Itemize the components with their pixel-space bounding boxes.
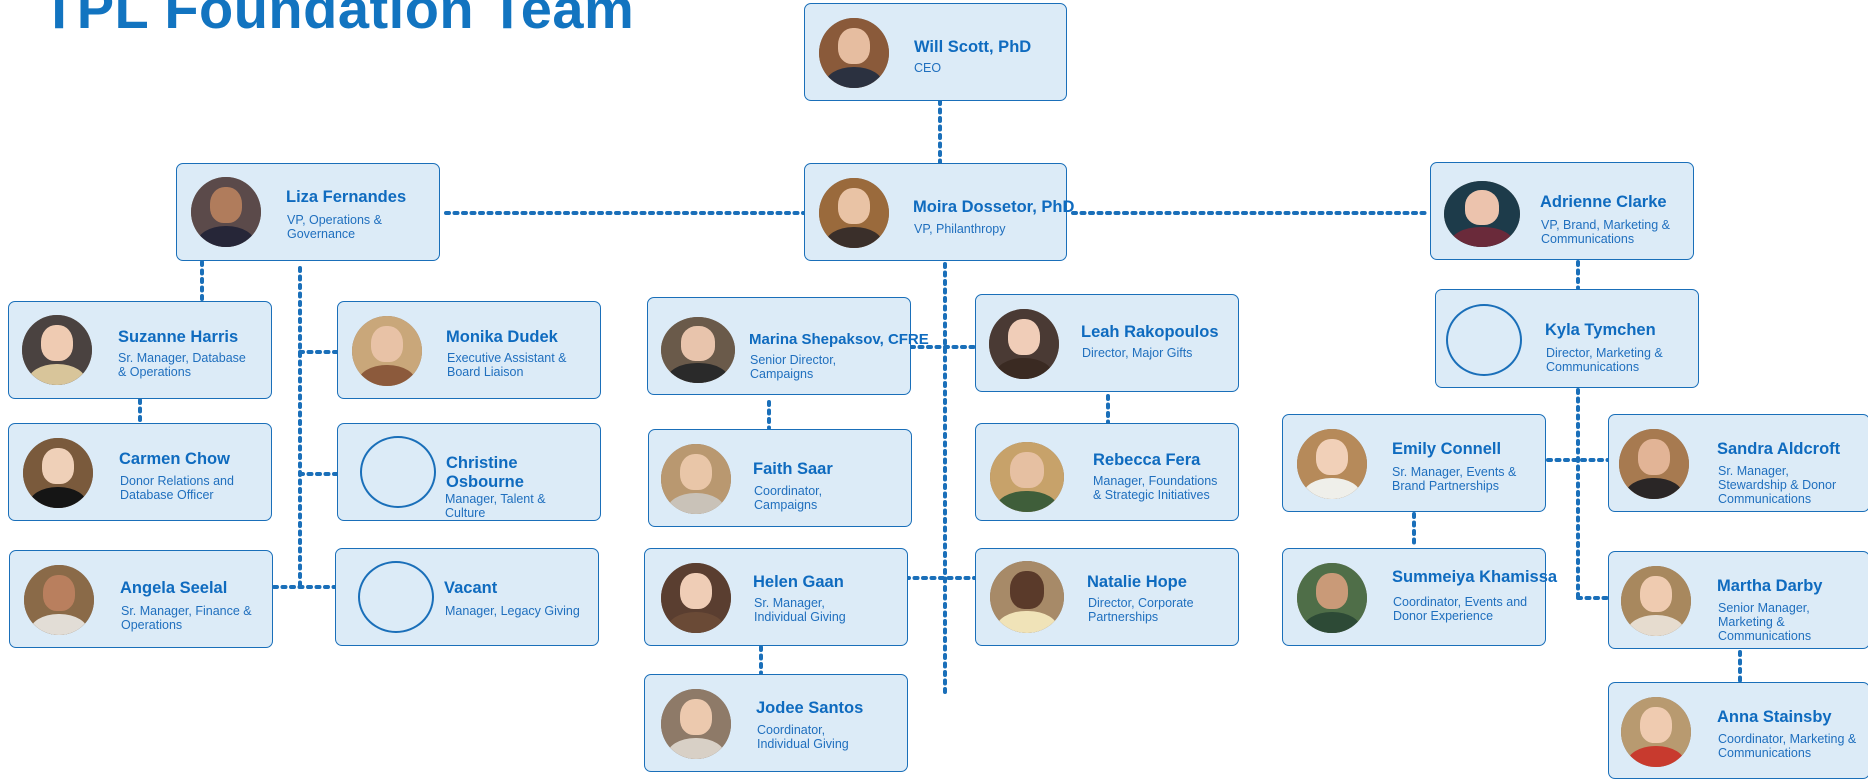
card-faith-saar: Faith Saar Coordinator, Campaigns (648, 429, 912, 527)
person-name: Jodee Santos (756, 699, 864, 717)
card-anna-stainsby: Anna Stainsby Coordinator, Marketing & C… (1608, 682, 1868, 779)
person-name: Will Scott, PhD (914, 38, 1032, 56)
person-name: Sandra Aldcroft (1717, 440, 1841, 458)
portrait-carmen-chow (23, 438, 93, 508)
person-name: Kyla Tymchen (1545, 321, 1656, 339)
portrait-natalie-hope (990, 561, 1064, 633)
portrait-summeiya-khamissa (1297, 563, 1367, 633)
person-name: Faith Saar (753, 460, 833, 478)
portrait-angela-seelal (24, 565, 94, 635)
person-role: VP, Brand, Marketing & Communications (1541, 218, 1671, 246)
person-name: Monika Dudek (446, 328, 558, 346)
person-role: Manager, Foundations & Strategic Initiat… (1093, 474, 1218, 502)
person-role: Senior Manager, Marketing & Communicatio… (1718, 601, 1812, 643)
card-liza-fernandes: Liza Fernandes VP, Operations & Governan… (176, 163, 440, 261)
placeholder-portrait (360, 436, 436, 508)
person-role: Sr. Manager, Individual Giving (754, 596, 846, 624)
card-sandra-aldcroft: Sandra Aldcroft Sr. Manager, Stewardship… (1608, 414, 1868, 512)
portrait-anna-stainsby (1621, 697, 1691, 767)
card-leah-rakopoulos: Leah Rakopoulos Director, Major Gifts (975, 294, 1239, 392)
card-emily-connell: Emily Connell Sr. Manager, Events & Bran… (1282, 414, 1546, 512)
person-role: VP, Operations & Governance (287, 213, 382, 241)
person-name: Angela Seelal (120, 579, 228, 597)
portrait-leah-rakopoulos (989, 309, 1059, 379)
person-name: Suzanne Harris (118, 328, 239, 346)
person-role: Director, Marketing & Communications (1546, 346, 1663, 374)
card-natalie-hope: Natalie Hope Director, Corporate Partner… (975, 548, 1239, 646)
person-role: Manager, Talent & Culture (445, 492, 546, 520)
card-vacant: Vacant Manager, Legacy Giving (335, 548, 599, 646)
portrait-suzanne-harris (22, 315, 92, 385)
person-name: Summeiya Khamissa (1392, 568, 1558, 586)
placeholder-portrait (1446, 304, 1522, 376)
person-name: Helen Gaan (753, 573, 844, 591)
card-will-scott: Will Scott, PhD CEO (804, 3, 1067, 101)
card-moira-dossetor: Moira Dossetor, PhD VP, Philanthropy (804, 163, 1074, 261)
person-role: Sr. Manager, Events & Brand Partnerships (1392, 465, 1517, 493)
portrait-will-scott (819, 18, 889, 88)
chart-title: TPL Foundation Team (42, 0, 635, 40)
person-role: Executive Assistant & Board Liaison (447, 351, 567, 379)
person-name: Marina Shepaksov, CFRE (749, 331, 929, 348)
person-name: Martha Darby (1717, 577, 1823, 595)
card-summeiya-khamissa: Summeiya Khamissa Coordinator, Events an… (1282, 548, 1557, 646)
person-name: Emily Connell (1392, 440, 1502, 458)
card-angela-seelal: Angela Seelal Sr. Manager, Finance & Ope… (9, 550, 273, 648)
placeholder-portrait (358, 561, 434, 633)
person-role: Sr. Manager, Stewardship & Donor Communi… (1718, 464, 1837, 506)
person-name: Anna Stainsby (1717, 708, 1832, 726)
person-role: Senior Director, Campaigns (750, 353, 837, 381)
portrait-helen-gaan (661, 563, 731, 633)
portrait-moira-dossetor (819, 178, 889, 248)
person-name: Adrienne Clarke (1540, 193, 1667, 211)
person-role: Coordinator, Individual Giving (757, 723, 849, 751)
portrait-adrienne-clarke (1444, 181, 1520, 247)
portrait-monika-dudek (352, 316, 422, 386)
card-martha-darby: Martha Darby Senior Manager, Marketing &… (1608, 551, 1868, 649)
portrait-sandra-aldcroft (1619, 429, 1689, 499)
person-name: Vacant (444, 579, 498, 597)
person-role: Sr. Manager, Finance & Operations (121, 604, 252, 632)
portrait-marina-shepaksov (661, 317, 735, 383)
card-adrienne-clarke: Adrienne Clarke VP, Brand, Marketing & C… (1430, 162, 1694, 260)
card-rebecca-fera: Rebecca Fera Manager, Foundations & Stra… (975, 423, 1239, 521)
person-role: Coordinator, Events and Donor Experience (1393, 595, 1528, 623)
card-kyla-tymchen: Kyla Tymchen Director, Marketing & Commu… (1435, 289, 1699, 388)
person-role: Manager, Legacy Giving (445, 604, 580, 618)
person-name: Liza Fernandes (286, 188, 407, 206)
person-name: Leah Rakopoulos (1081, 323, 1219, 341)
portrait-martha-darby (1621, 566, 1691, 636)
person-name: Rebecca Fera (1093, 451, 1201, 469)
card-christine-osbourne: Christine Osbourne Manager, Talent & Cul… (337, 423, 601, 521)
person-name: Christine Osbourne (446, 454, 524, 491)
person-role: Coordinator, Marketing & Communications (1718, 732, 1857, 760)
portrait-rebecca-fera (990, 442, 1064, 512)
person-role: Director, Corporate Partnerships (1088, 596, 1194, 624)
person-role: CEO (914, 61, 942, 75)
card-monika-dudek: Monika Dudek Executive Assistant & Board… (337, 301, 601, 399)
person-name: Carmen Chow (119, 450, 230, 468)
card-jodee-santos: Jodee Santos Coordinator, Individual Giv… (644, 674, 908, 772)
portrait-jodee-santos (661, 689, 731, 759)
card-suzanne-harris: Suzanne Harris Sr. Manager, Database & O… (8, 301, 272, 399)
card-marina-shepaksov: Marina Shepaksov, CFRE Senior Director, … (647, 297, 929, 395)
person-role: Coordinator, Campaigns (754, 484, 823, 512)
person-name: Natalie Hope (1087, 573, 1187, 591)
card-helen-gaan: Helen Gaan Sr. Manager, Individual Givin… (644, 548, 908, 646)
person-role: Donor Relations and Database Officer (120, 474, 234, 502)
portrait-liza-fernandes (191, 177, 261, 247)
portrait-emily-connell (1297, 429, 1367, 499)
person-role: VP, Philanthropy (914, 222, 1006, 236)
person-name: Moira Dossetor, PhD (913, 198, 1075, 216)
person-role: Sr. Manager, Database & Operations (118, 351, 246, 379)
person-role: Director, Major Gifts (1082, 346, 1193, 360)
portrait-faith-saar (661, 444, 731, 514)
card-carmen-chow: Carmen Chow Donor Relations and Database… (8, 423, 272, 521)
